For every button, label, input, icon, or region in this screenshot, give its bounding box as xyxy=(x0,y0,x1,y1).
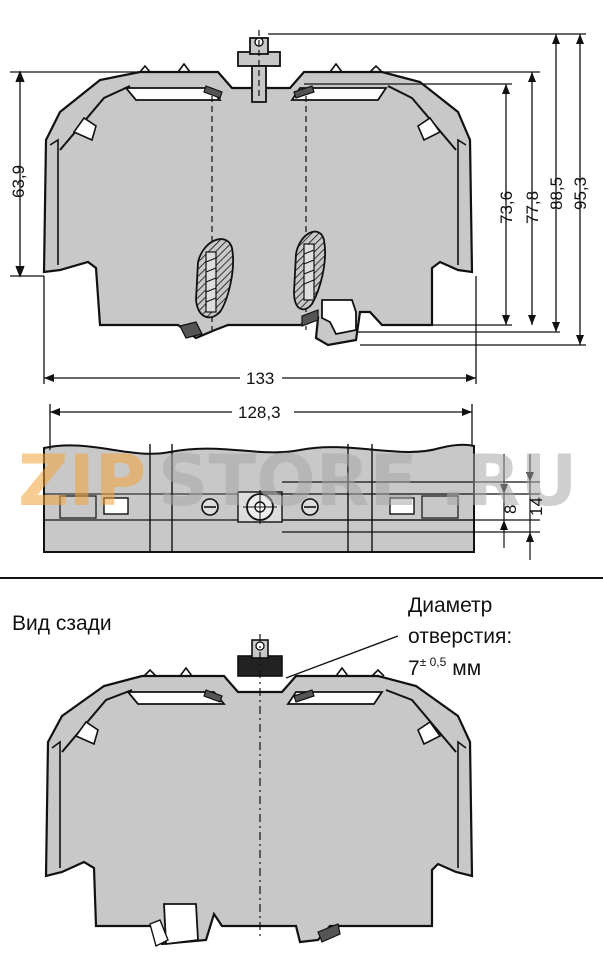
hole-leader-line xyxy=(285,635,399,679)
dim-label-133: 133 xyxy=(246,369,274,388)
dimension-133 xyxy=(43,276,477,384)
rear-view-label: Вид сзади xyxy=(12,612,112,635)
dim-label-63-9: 63,9 xyxy=(9,165,28,198)
front-dimensions xyxy=(10,33,586,346)
front-housing xyxy=(42,70,474,347)
watermark-zip: ZIP xyxy=(18,440,146,522)
front-view xyxy=(42,30,474,347)
front-dimension-arrows xyxy=(502,34,584,345)
watermark: ZIP STORE .RU xyxy=(18,440,577,522)
watermark-ru: .RU xyxy=(440,440,577,522)
clamp-screw-left xyxy=(205,251,217,313)
dim-label-77-8: 77,8 xyxy=(523,191,542,224)
hole-note-line1: Диаметр xyxy=(408,594,492,617)
dimension-128-3 xyxy=(49,404,473,450)
clamp-screw-right xyxy=(303,243,315,301)
dim-label-88-5: 88,5 xyxy=(547,177,566,210)
rear-view xyxy=(44,634,474,948)
dim-label-128-3: 128,3 xyxy=(238,403,281,422)
dimension-8-14 xyxy=(260,454,540,560)
watermark-store: STORE xyxy=(158,440,417,522)
dim-label-73-6: 73,6 xyxy=(497,191,516,224)
dim-label-95-3: 95,3 xyxy=(571,177,590,210)
hole-note-line2: отверстия: xyxy=(408,625,512,648)
rear-housing xyxy=(44,674,474,946)
dim-label-8: 8 xyxy=(501,505,520,514)
dim-label-14: 14 xyxy=(527,497,546,516)
top-view xyxy=(43,443,475,553)
